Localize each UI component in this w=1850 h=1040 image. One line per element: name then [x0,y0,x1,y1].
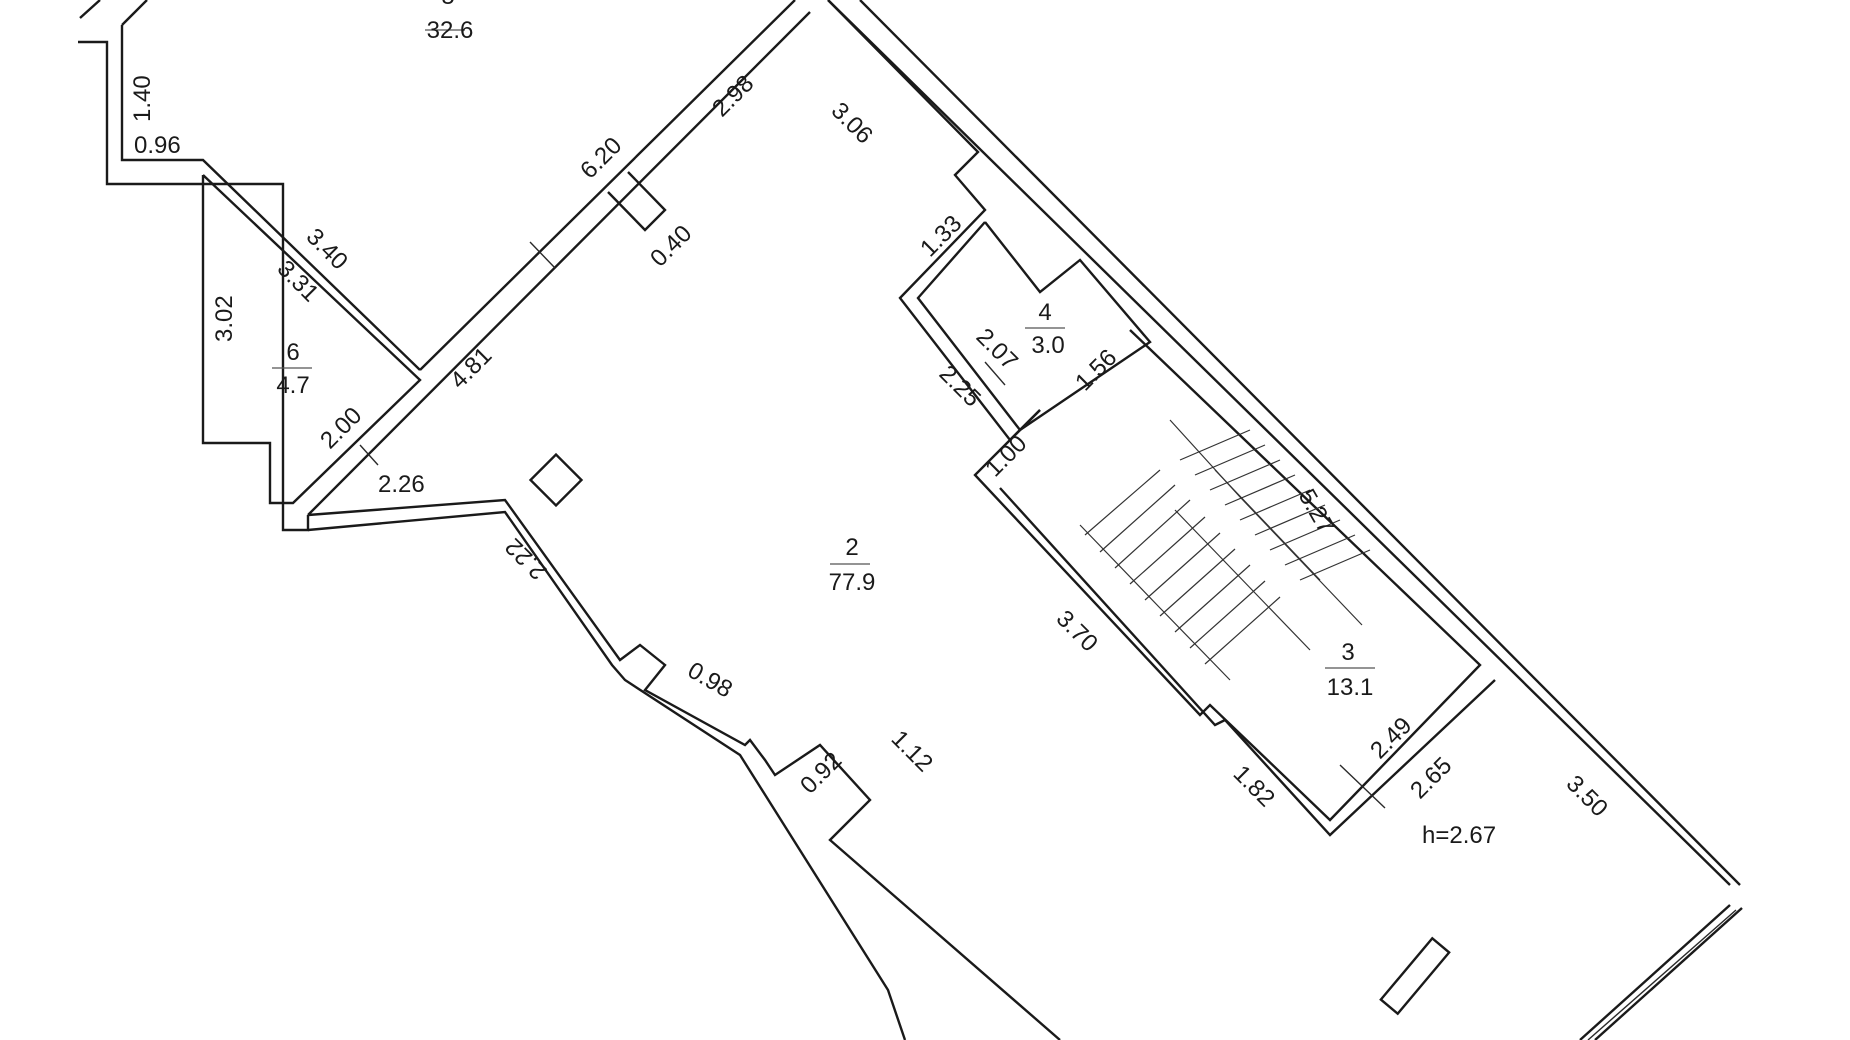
room-4-area: 3.0 [1031,332,1064,359]
dim-2-25: 2.25 [934,360,986,412]
dim-1-33: 1.33 [915,210,967,262]
dim-4-81: 4.81 [445,342,497,394]
dim-1-56: 1.56 [1070,344,1122,396]
dim-2-26: 2.26 [378,471,425,498]
wall-lower-left [307,498,1061,1040]
wall-room-3-lower [1339,764,1386,809]
dim-1-12: 1.12 [886,725,938,777]
dim-2-65: 2.65 [1405,752,1457,804]
room-6-area: 4.7 [276,372,309,399]
column [528,452,584,508]
radiator [1379,936,1451,1016]
dim-3-31: 3.31 [272,255,324,307]
room-6-number: 6 [286,339,299,366]
stair-flight [1079,419,1371,681]
dim-0-40: 0.40 [645,220,697,272]
room-3-number: 3 [1341,639,1354,666]
dim-3-06: 3.06 [826,97,878,149]
wall-room-2-right [827,0,1041,442]
dim-1-82: 1.82 [1228,760,1280,812]
dim-2-22: 2.22 [500,533,552,585]
dim-0-96: 0.96 [134,132,181,159]
dim-3-02: 3.02 [211,295,238,342]
ceiling-height-label: h=2.67 [1422,822,1496,849]
room-5-area: 32.6 [427,17,474,44]
room-6-walls [201,174,422,505]
room-4-number: 4 [1038,299,1051,326]
room-2-number: 2 [845,534,858,561]
dim-2-00: 2.00 [315,402,367,454]
dim-6-20: 6.20 [575,132,627,184]
room-2-area: 77.9 [829,569,876,596]
room-5-number: 5 [441,0,454,10]
dim-3-50: 3.50 [1561,770,1613,822]
room-4-walls [916,221,1152,432]
dim-3-70: 3.70 [1051,605,1103,657]
dim-2-07: 2.07 [971,323,1023,375]
dim-0-98: 0.98 [683,657,737,704]
wall-diagonal-left [307,0,811,516]
dim-1-40: 1.40 [129,75,156,122]
dim-3-40: 3.40 [301,223,353,275]
wall-outer-right [827,0,1743,1040]
dim-1-00: 1.00 [980,430,1032,482]
room-3-walls [973,329,1496,837]
room-3-area: 13.1 [1327,674,1374,701]
dim-2-49: 2.49 [1365,712,1417,764]
